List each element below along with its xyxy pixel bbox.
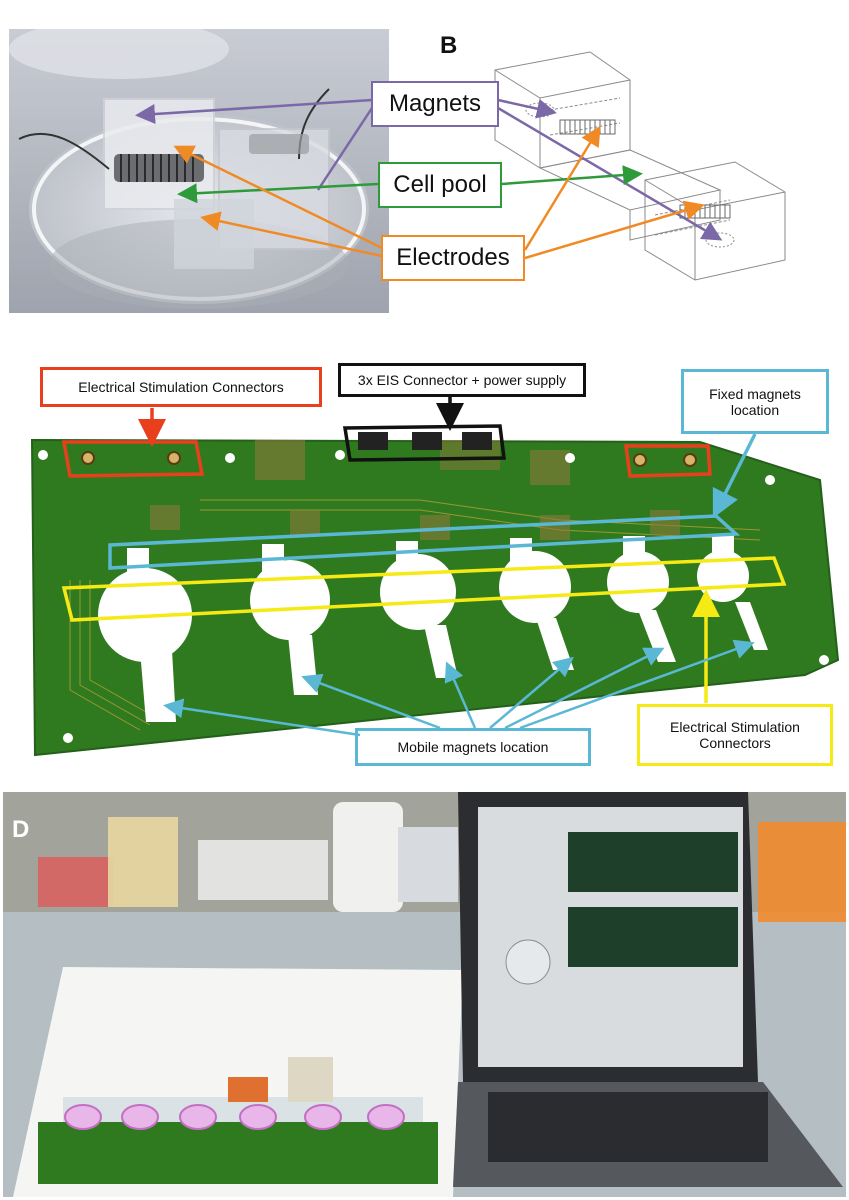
electrical-stimulation-connectors-bottom-label: Electrical Stimulation Connectors	[637, 704, 833, 766]
eis-connector-text: 3x EIS Connector + power supply	[357, 372, 567, 388]
cell-pool-label-text: Cell pool	[393, 171, 487, 198]
mobile-magnets-text: Mobile magnets location	[397, 739, 549, 755]
panel-d-lab-photo	[3, 792, 846, 1197]
fixed-magnets-text-line2: location	[730, 401, 780, 418]
fixed-magnets-text-line1: Fixed magnets	[709, 385, 801, 402]
electrodes-label: Electrodes	[381, 235, 525, 281]
fixed-magnets-label: Fixed magnets location	[681, 369, 829, 434]
eis-connector-label: 3x EIS Connector + power supply	[338, 363, 586, 397]
electrical-stimulation-connectors-top-label: Electrical Stimulation Connectors	[40, 367, 322, 407]
electrical-stimulation-connectors-top-text: Electrical Stimulation Connectors	[78, 379, 284, 395]
mobile-magnets-label: Mobile magnets location	[355, 728, 591, 766]
panel-b-letter: B	[440, 32, 458, 59]
panel-b-drawing	[480, 40, 800, 300]
magnets-label: Magnets	[371, 81, 499, 127]
magnets-label-text: Magnets	[388, 90, 482, 117]
electrical-stimulation-connectors-bottom-line1: Electrical Stimulation	[670, 719, 800, 735]
cell-pool-label: Cell pool	[378, 162, 502, 208]
panel-d-letter: D	[12, 816, 30, 843]
electrical-stimulation-connectors-bottom-line2: Connectors	[699, 735, 771, 751]
panel-a-photo	[9, 29, 389, 313]
electrodes-label-text: Electrodes	[396, 244, 510, 271]
